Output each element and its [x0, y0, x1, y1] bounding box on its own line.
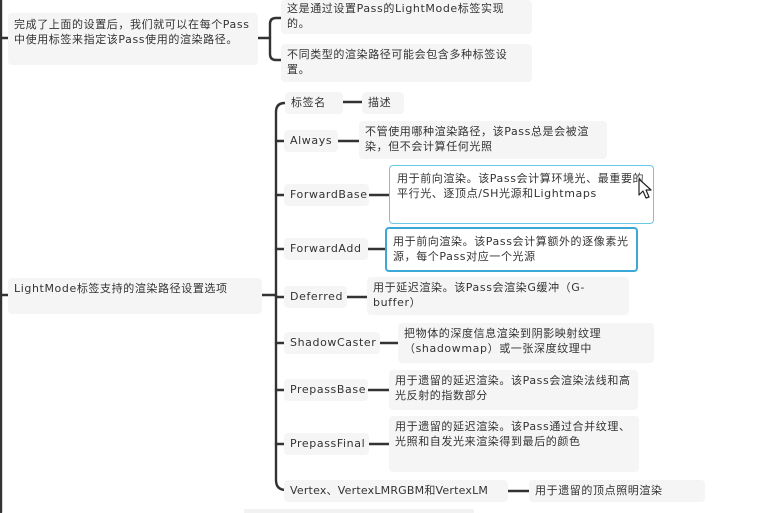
- tag-node-forwardadd[interactable]: ForwardAdd: [284, 238, 368, 260]
- desc-node-deferred[interactable]: 用于延迟渲染。该Pass会渲染G缓冲（G-buffer）: [367, 277, 629, 315]
- lightmode-options-node[interactable]: LightMode标签支持的渲染路径设置选项: [8, 278, 262, 314]
- note-lightmode-tag[interactable]: 这是通过设置Pass的LightMode标签实现的。: [281, 0, 532, 34]
- desc-header-text: 描述: [368, 96, 392, 109]
- tag-forwardadd-text: ForwardAdd: [290, 242, 362, 255]
- tag-deferred-text: Deferred: [290, 290, 344, 303]
- canvas-bottom-edge: [244, 509, 474, 513]
- desc-prepassfinal-text: 用于遗留的延迟渲染。该Pass通过合并纹理、光照和自发光来渲染得到最后的颜色: [395, 420, 631, 448]
- desc-forwardbase-text: 用于前向渲染。该Pass会计算环境光、最重要的平行光、逐顶点/SH光源和Ligh…: [397, 172, 645, 200]
- desc-node-forwardbase[interactable]: 用于前向渲染。该Pass会计算环境光、最重要的平行光、逐顶点/SH光源和Ligh…: [389, 165, 654, 224]
- note-multiple-tags[interactable]: 不同类型的渲染路径可能会包含多种标签设置。: [281, 44, 532, 82]
- tag-node-header[interactable]: 标签名: [285, 92, 343, 114]
- desc-prepassbase-text: 用于遗留的延迟渲染。该Pass会渲染法线和高光反射的指数部分: [395, 374, 631, 402]
- desc-always-text: 不管使用哪种渲染路径，该Pass总是会被渲染，但不会计算任何光照: [365, 125, 589, 153]
- tag-prepassfinal-text: PrepassFinal: [290, 437, 366, 450]
- note-lightmode-tag-text: 这是通过设置Pass的LightMode标签实现的。: [287, 2, 505, 30]
- tag-header-text: 标签名: [291, 96, 326, 109]
- desc-node-vertex[interactable]: 用于遗留的顶点照明渲染: [529, 480, 705, 502]
- tag-vertex-text: Vertex、VertexLMRGBM和VertexLM: [290, 484, 489, 497]
- tag-always-text: Always: [290, 134, 333, 147]
- desc-node-header[interactable]: 描述: [362, 92, 404, 114]
- desc-shadowcaster-text: 把物体的深度信息渲染到阴影映射纹理（shadowmap）或一张深度纹理中: [404, 327, 602, 355]
- tag-node-deferred[interactable]: Deferred: [284, 286, 347, 308]
- tag-node-forwardbase[interactable]: ForwardBase: [284, 184, 369, 206]
- desc-vertex-text: 用于遗留的顶点照明渲染: [535, 484, 663, 497]
- lightmode-options-text: LightMode标签支持的渲染路径设置选项: [14, 282, 228, 295]
- desc-deferred-text: 用于延迟渲染。该Pass会渲染G缓冲（G-buffer）: [373, 281, 585, 309]
- desc-node-always[interactable]: 不管使用哪种渲染路径，该Pass总是会被渲染，但不会计算任何光照: [359, 121, 607, 159]
- desc-node-prepassbase[interactable]: 用于遗留的延迟渲染。该Pass会渲染法线和高光反射的指数部分: [389, 370, 638, 410]
- note-multiple-tags-text: 不同类型的渲染路径可能会包含多种标签设置。: [287, 48, 508, 76]
- tag-shadowcaster-text: ShadowCaster: [290, 336, 377, 349]
- tag-node-vertex[interactable]: Vertex、VertexLMRGBM和VertexLM: [284, 480, 508, 502]
- desc-forwardadd-text: 用于前向渲染。该Pass会计算额外的逐像素光源，每个Pass对应一个光源: [393, 235, 629, 263]
- mouse-pointer-icon: [638, 178, 652, 199]
- tag-forwardbase-text: ForwardBase: [290, 188, 368, 201]
- tag-prepassbase-text: PrepassBase: [290, 383, 367, 396]
- note-settings-complete[interactable]: 完成了上面的设置后，我们就可以在每个Pass中使用标签来指定该Pass使用的渲染…: [8, 13, 258, 65]
- tag-node-shadowcaster[interactable]: ShadowCaster: [284, 332, 380, 354]
- tag-node-prepassfinal[interactable]: PrepassFinal: [284, 433, 369, 455]
- desc-node-prepassfinal[interactable]: 用于遗留的延迟渲染。该Pass通过合并纹理、光照和自发光来渲染得到最后的颜色: [389, 416, 639, 472]
- desc-node-forwardadd[interactable]: 用于前向渲染。该Pass会计算额外的逐像素光源，每个Pass对应一个光源: [385, 227, 638, 272]
- tag-node-prepassbase[interactable]: PrepassBase: [284, 379, 368, 401]
- desc-node-shadowcaster[interactable]: 把物体的深度信息渲染到阴影映射纹理（shadowmap）或一张深度纹理中: [398, 323, 654, 363]
- note-settings-complete-text: 完成了上面的设置后，我们就可以在每个Pass中使用标签来指定该Pass使用的渲染…: [14, 18, 250, 46]
- tag-node-always[interactable]: Always: [284, 130, 338, 152]
